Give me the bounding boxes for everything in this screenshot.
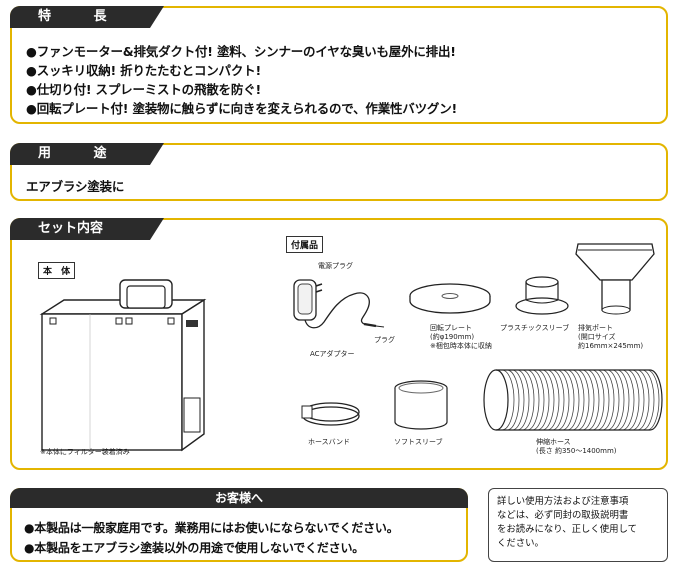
exhaust-port-illustration <box>575 243 655 315</box>
usage-section: 用 途 エアブラシ塗装に <box>10 143 668 201</box>
rotating-plate-label: 回転プレート (約φ190mm) ※梱包時本体に収納 <box>430 324 492 350</box>
set-contents-section: セット内容 本 体 付属品 ※本体にフィルター装着済み 電源プラグ プラグ AC… <box>10 218 668 470</box>
customer-section: お客様へ ●本製品は一般家庭用です。業務用にはお使いにならないでください。 ●本… <box>10 488 468 562</box>
hose-band-label: ホースバンド <box>308 438 350 446</box>
usage-title: 用 途 <box>10 143 164 165</box>
plastic-sleeve-illustration <box>515 276 569 315</box>
features-title: 特 長 <box>10 6 164 28</box>
rotating-plate-illustration <box>409 283 491 314</box>
customer-item: ●本製品をエアブラシ塗装以外の用途で使用しないでください。 <box>24 541 365 555</box>
feature-item: ●スッキリ収納! 折りたたむとコンパクト! <box>26 63 261 78</box>
soft-sleeve-illustration <box>394 380 448 430</box>
main-unit-label: 本 体 <box>38 262 76 279</box>
main-unit-illustration <box>39 279 207 452</box>
plastic-sleeve-label: プラスチックスリーブ <box>500 324 570 332</box>
set-contents-title: セット内容 <box>10 218 164 240</box>
exhaust-port-label: 排気ポート (開口サイズ 約16mm×245mm) <box>578 324 644 350</box>
feature-item: ●回転プレート付! 塗装物に触らずに向きを変えられるので、作業性バツグン! <box>26 101 458 116</box>
main-unit-note: ※本体にフィルター装着済み <box>40 448 130 456</box>
feature-item: ●仕切り付! スプレーミストの飛散を防ぐ! <box>26 82 261 97</box>
customer-title: お客様へ <box>10 488 468 508</box>
power-plug-label: 電源プラグ <box>318 262 353 270</box>
hose-illustration <box>483 369 663 431</box>
soft-sleeve-label: ソフトスリーブ <box>394 438 443 446</box>
side-note: 詳しい使用方法および注意事項 などは、必ず同封の取扱説明書 をお読みになり、正し… <box>488 488 668 562</box>
ac-adapter-illustration <box>293 279 385 329</box>
features-section: 特 長 ●ファンモーター&排気ダクト付! 塗料、シンナーのイヤな臭いも屋外に排出… <box>10 6 668 124</box>
usage-text: エアブラシ塗装に <box>26 179 125 194</box>
hose-band-illustration <box>301 402 360 426</box>
feature-item: ●ファンモーター&排気ダクト付! 塗料、シンナーのイヤな臭いも屋外に排出! <box>26 44 456 59</box>
plug-label: プラグ <box>374 336 395 344</box>
ac-adapter-label: ACアダプター <box>310 350 355 358</box>
accessories-label: 付属品 <box>286 236 324 253</box>
customer-item: ●本製品は一般家庭用です。業務用にはお使いにならないでください。 <box>24 521 399 535</box>
hose-label: 伸縮ホース (長さ 約350～1400mm) <box>536 438 617 455</box>
